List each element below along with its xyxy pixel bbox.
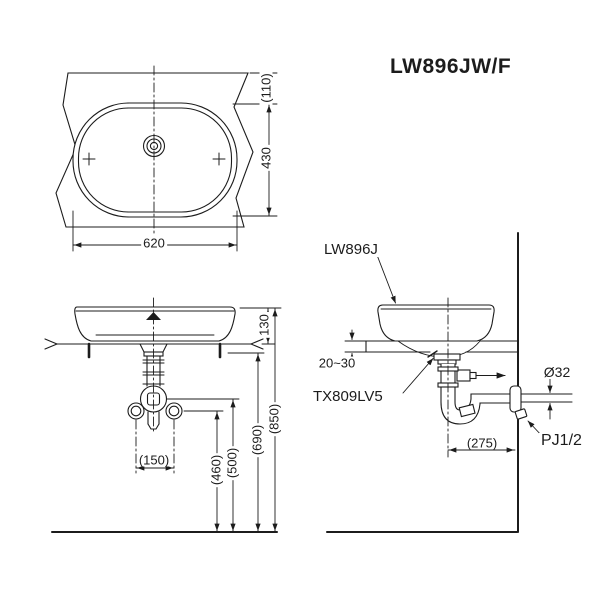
basin-rim-inner — [77, 107, 233, 213]
pop-up-rod — [456, 369, 506, 382]
front-view-drawing — [44, 297, 282, 533]
supply-point-left — [127, 402, 145, 420]
dim-pipe-diameter: Ø32 — [541, 364, 573, 380]
counter-side — [365, 340, 519, 353]
dim-counter-thickness: 20~30 — [316, 355, 358, 371]
supply-point-right — [165, 402, 183, 420]
wall-joint-nut — [514, 408, 528, 420]
pipe-through-wall — [520, 393, 573, 403]
dim-total-height: (850) — [266, 401, 282, 437]
basin-rim-outer — [72, 102, 238, 218]
faucet-position-marker-left — [82, 152, 96, 166]
dim-depth: 430 — [258, 145, 274, 171]
wall-escutcheon — [509, 385, 522, 413]
dim-wall-distance: (275) — [464, 435, 500, 451]
label-wall-joint-type: PJ1/2 — [539, 432, 584, 449]
dim-back-offset: (110) — [258, 71, 274, 105]
basin-front-profile — [74, 306, 236, 342]
front-view-dimensions — [135, 307, 282, 533]
drain-pipe-front — [139, 343, 168, 430]
drain-fitting — [427, 350, 461, 365]
dim-supply-spacing: (150) — [136, 452, 172, 468]
side-view-drawing — [326, 232, 573, 533]
basin-side-profile — [377, 304, 495, 342]
product-code-title: LW896JW/F — [390, 55, 512, 78]
dim-rim-height: 130 — [256, 312, 272, 338]
dim-trap-center-height: (500) — [224, 445, 240, 481]
label-drain-fitting-model: TX809LV5 — [311, 388, 385, 405]
label-basin-model: LW896J — [322, 241, 380, 258]
top-view-drawing — [55, 65, 278, 252]
faucet-position-marker-right — [212, 152, 226, 166]
dim-width: 620 — [141, 235, 167, 251]
trap-union-nut — [458, 403, 476, 418]
dim-counter-underside-height: (690) — [249, 422, 265, 458]
side-view-dimensions — [344, 329, 553, 453]
dim-supply-height: (460) — [208, 452, 224, 488]
